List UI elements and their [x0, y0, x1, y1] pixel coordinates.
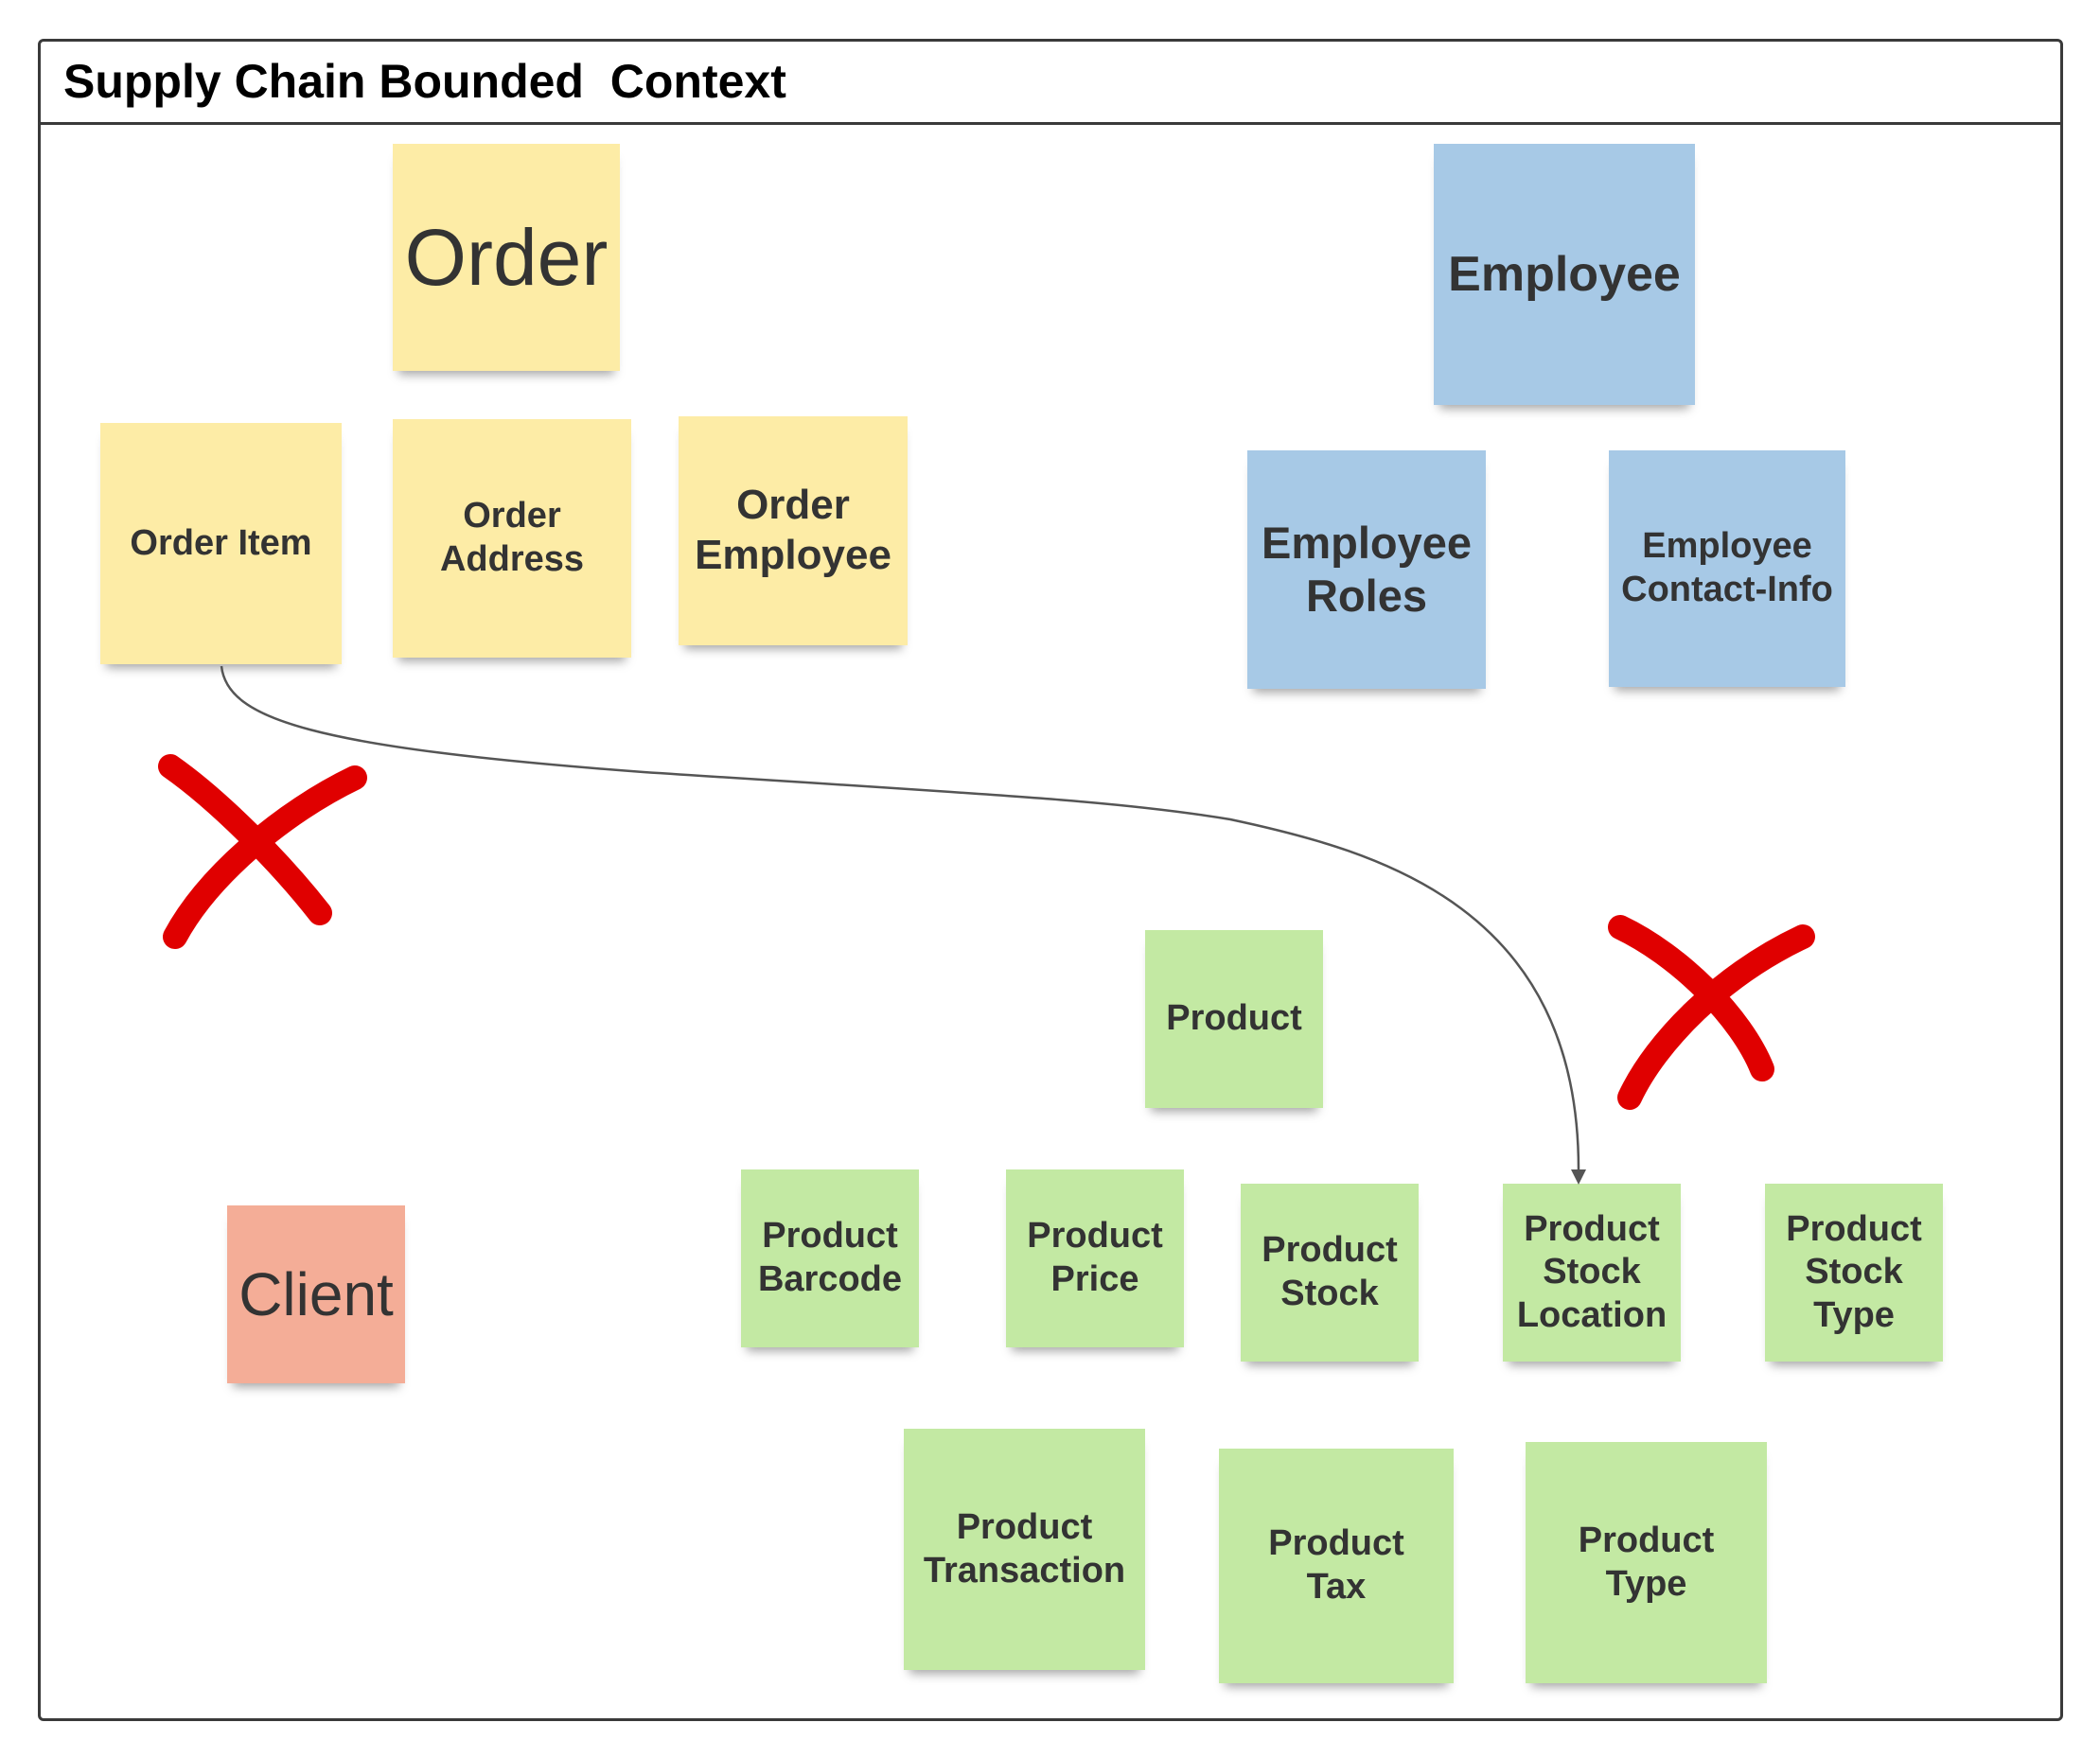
note-employee[interactable]: Employee [1434, 144, 1695, 405]
note-product-price[interactable]: Product Price [1006, 1169, 1184, 1347]
note-employee-contact-info[interactable]: Employee Contact-Info [1609, 450, 1845, 687]
note-product-stock-type[interactable]: Product Stock Type [1765, 1184, 1943, 1362]
note-product-barcode[interactable]: Product Barcode [741, 1169, 919, 1347]
note-employee-roles[interactable]: Employee Roles [1247, 450, 1486, 689]
note-client[interactable]: Client [227, 1205, 405, 1383]
note-product-type[interactable]: Product Type [1526, 1442, 1767, 1683]
note-order-item[interactable]: Order Item [100, 423, 342, 664]
note-order[interactable]: Order [393, 144, 620, 371]
note-product[interactable]: Product [1145, 930, 1323, 1108]
note-product-stock[interactable]: Product Stock [1241, 1184, 1419, 1362]
note-product-transaction[interactable]: Product Transaction [904, 1429, 1145, 1670]
frame-title: Supply Chain Bounded Context [63, 55, 786, 108]
note-order-address[interactable]: Order Address [393, 419, 631, 658]
note-order-employee[interactable]: Order Employee [679, 416, 908, 645]
note-product-tax[interactable]: Product Tax [1219, 1449, 1454, 1683]
frame-header: Supply Chain Bounded Context [41, 42, 2060, 125]
note-product-stock-location[interactable]: Product Stock Location [1503, 1184, 1681, 1362]
